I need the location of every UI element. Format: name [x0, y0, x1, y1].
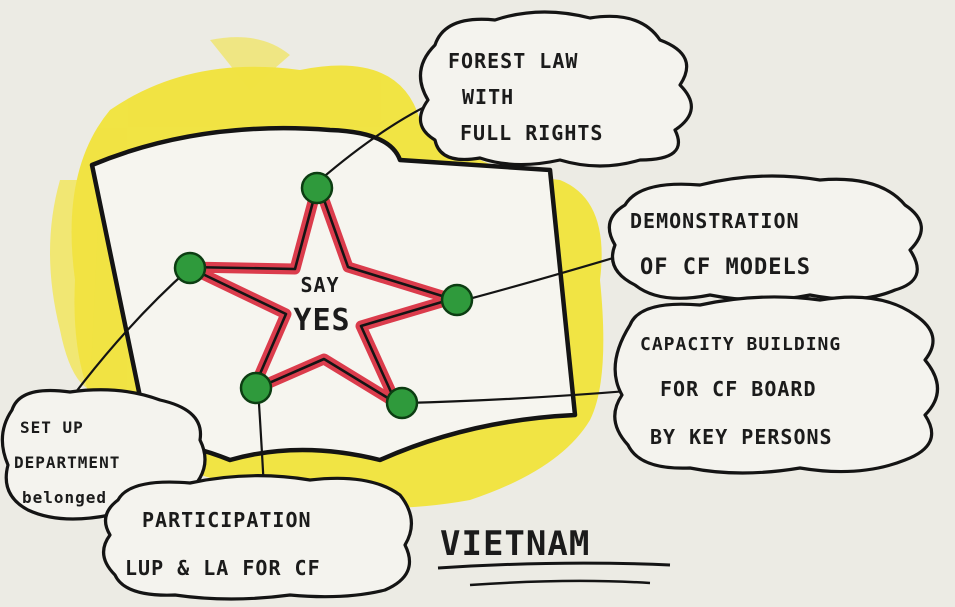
demonstration-line-1: DEMONSTRATION — [630, 209, 800, 233]
node-dot-top — [302, 173, 332, 203]
forest-law-line-1: FOREST LAW — [448, 49, 578, 73]
participation-line-1: PARTICIPATION — [142, 508, 312, 532]
node-dot-right — [442, 285, 472, 315]
setup-line-1: SET UP — [20, 418, 84, 437]
center-line-2: YES — [293, 303, 350, 338]
setup-line-2: DEPARTMENT — [14, 453, 120, 472]
node-dot-left — [175, 253, 205, 283]
caption-underline-2 — [470, 581, 650, 585]
cloud-demonstration — [609, 176, 921, 300]
participation-line-2: LUP & LA FOR CF — [125, 556, 321, 580]
demonstration-line-2: OF CF MODELS — [640, 255, 811, 280]
node-dot-bottom-right — [387, 388, 417, 418]
cloud-participation — [104, 476, 412, 599]
forest-law-line-2: WITH — [462, 85, 514, 109]
node-dot-bottom-left — [241, 373, 271, 403]
setup-line-3: belonged — [22, 488, 107, 507]
capacity-line-3: BY KEY PERSONS — [650, 425, 833, 449]
forest-law-line-3: FULL RIGHTS — [460, 121, 603, 145]
caption-vietnam: VIETNAM — [440, 524, 590, 564]
capacity-line-2: FOR CF BOARD — [660, 377, 817, 401]
capacity-line-1: CAPACITY BUILDING — [640, 334, 841, 355]
center-line-1: SAY — [300, 273, 339, 297]
